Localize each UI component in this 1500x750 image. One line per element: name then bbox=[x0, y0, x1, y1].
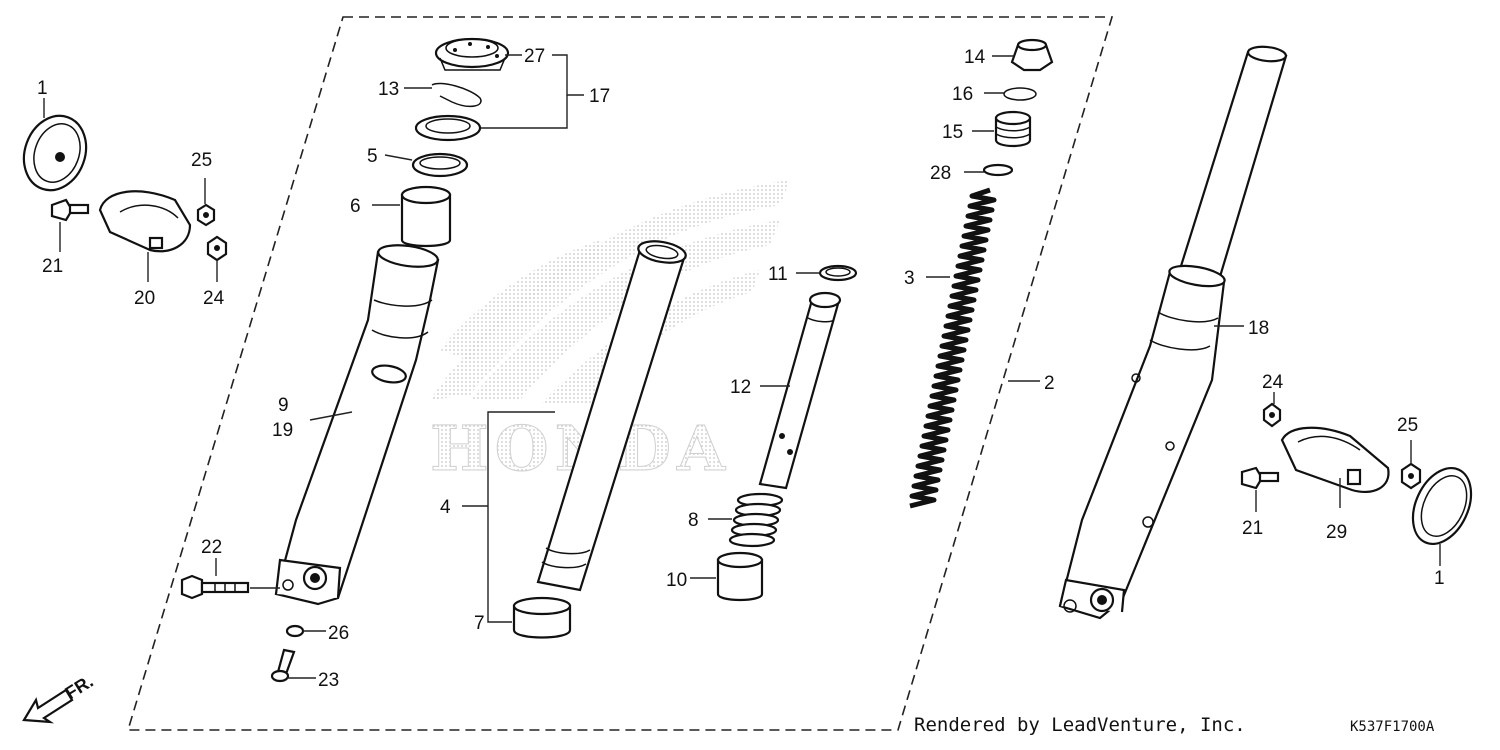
label-3: 3 bbox=[904, 268, 915, 289]
left-bolt-icon bbox=[50, 198, 90, 222]
label-4: 4 bbox=[440, 497, 451, 518]
ring-5-icon bbox=[411, 152, 469, 178]
oil-seal-27-icon bbox=[434, 37, 510, 71]
label-15: 15 bbox=[942, 122, 963, 143]
right-bolt-21-icon bbox=[1240, 466, 1280, 490]
left-nut-25-icon bbox=[196, 203, 216, 227]
label-9: 9 bbox=[278, 395, 289, 416]
bolt-22-icon bbox=[180, 574, 250, 600]
oring-28-icon bbox=[982, 163, 1014, 177]
left-clamp-icon bbox=[98, 190, 192, 253]
label-28: 28 bbox=[930, 163, 951, 184]
clip-16-icon bbox=[1003, 87, 1037, 101]
label-20-left: 20 bbox=[134, 288, 155, 309]
label-5: 5 bbox=[367, 146, 378, 167]
label-26: 26 bbox=[328, 623, 349, 644]
front-direction-arrow-icon: FR. bbox=[22, 671, 97, 724]
honda-wordmark: HONDA bbox=[430, 412, 731, 485]
label-1-left: 1 bbox=[37, 78, 48, 99]
label-25-right: 25 bbox=[1397, 415, 1418, 436]
right-cover-icon bbox=[1411, 467, 1473, 545]
right-nut-25-icon bbox=[1400, 462, 1422, 490]
label-11: 11 bbox=[768, 264, 788, 285]
label-29: 29 bbox=[1326, 522, 1347, 543]
collar-10-icon bbox=[716, 551, 764, 602]
label-17: 17 bbox=[589, 86, 610, 107]
bushing-7-icon bbox=[512, 596, 572, 639]
bushing-6-icon bbox=[400, 185, 452, 248]
label-23: 23 bbox=[318, 670, 339, 691]
label-13: 13 bbox=[378, 79, 399, 100]
label-21-left: 21 bbox=[42, 256, 63, 277]
label-1-right: 1 bbox=[1434, 568, 1445, 589]
label-27: 27 bbox=[524, 46, 545, 67]
label-18: 18 bbox=[1248, 318, 1269, 339]
fork-cap-14-icon bbox=[1010, 38, 1054, 72]
damper-piston-12-icon bbox=[758, 291, 842, 490]
label-6: 6 bbox=[350, 196, 361, 217]
fork-spring-3-icon bbox=[909, 187, 997, 509]
right-clamp-29-icon bbox=[1280, 426, 1390, 494]
inner-fork-tube-icon bbox=[536, 240, 687, 592]
label-7: 7 bbox=[474, 613, 485, 634]
right-nut-24-icon bbox=[1262, 402, 1282, 428]
spacer-15-icon bbox=[994, 110, 1032, 148]
outer-fork-tube-icon bbox=[274, 244, 440, 606]
render-credit: Rendered by LeadVenture, Inc. bbox=[914, 714, 1246, 736]
ring-11-icon bbox=[818, 264, 858, 282]
label-21-right: 21 bbox=[1242, 518, 1263, 539]
fork-leg-18-icon bbox=[1058, 45, 1288, 620]
seal-ring-17-icon bbox=[414, 114, 482, 142]
left-cover-icon bbox=[22, 114, 88, 192]
label-2: 2 bbox=[1044, 373, 1055, 394]
label-19: 19 bbox=[272, 420, 293, 441]
diagram-code: K537F1700A bbox=[1350, 719, 1435, 735]
label-24-left: 24 bbox=[203, 288, 225, 309]
label-16: 16 bbox=[952, 84, 973, 105]
left-nut-24-icon bbox=[206, 235, 228, 262]
label-25-left: 25 bbox=[191, 150, 212, 171]
label-24-right: 24 bbox=[1262, 372, 1284, 393]
washer-26-icon bbox=[285, 624, 305, 638]
drain-bolt-23-icon bbox=[270, 648, 296, 683]
label-14: 14 bbox=[964, 47, 986, 68]
label-12: 12 bbox=[730, 377, 751, 398]
label-10: 10 bbox=[666, 570, 687, 591]
clip-13-icon bbox=[431, 82, 482, 108]
spring-8-icon bbox=[728, 492, 784, 548]
label-22: 22 bbox=[201, 537, 222, 558]
assembly-outline bbox=[126, 16, 1114, 731]
label-8: 8 bbox=[688, 510, 699, 531]
